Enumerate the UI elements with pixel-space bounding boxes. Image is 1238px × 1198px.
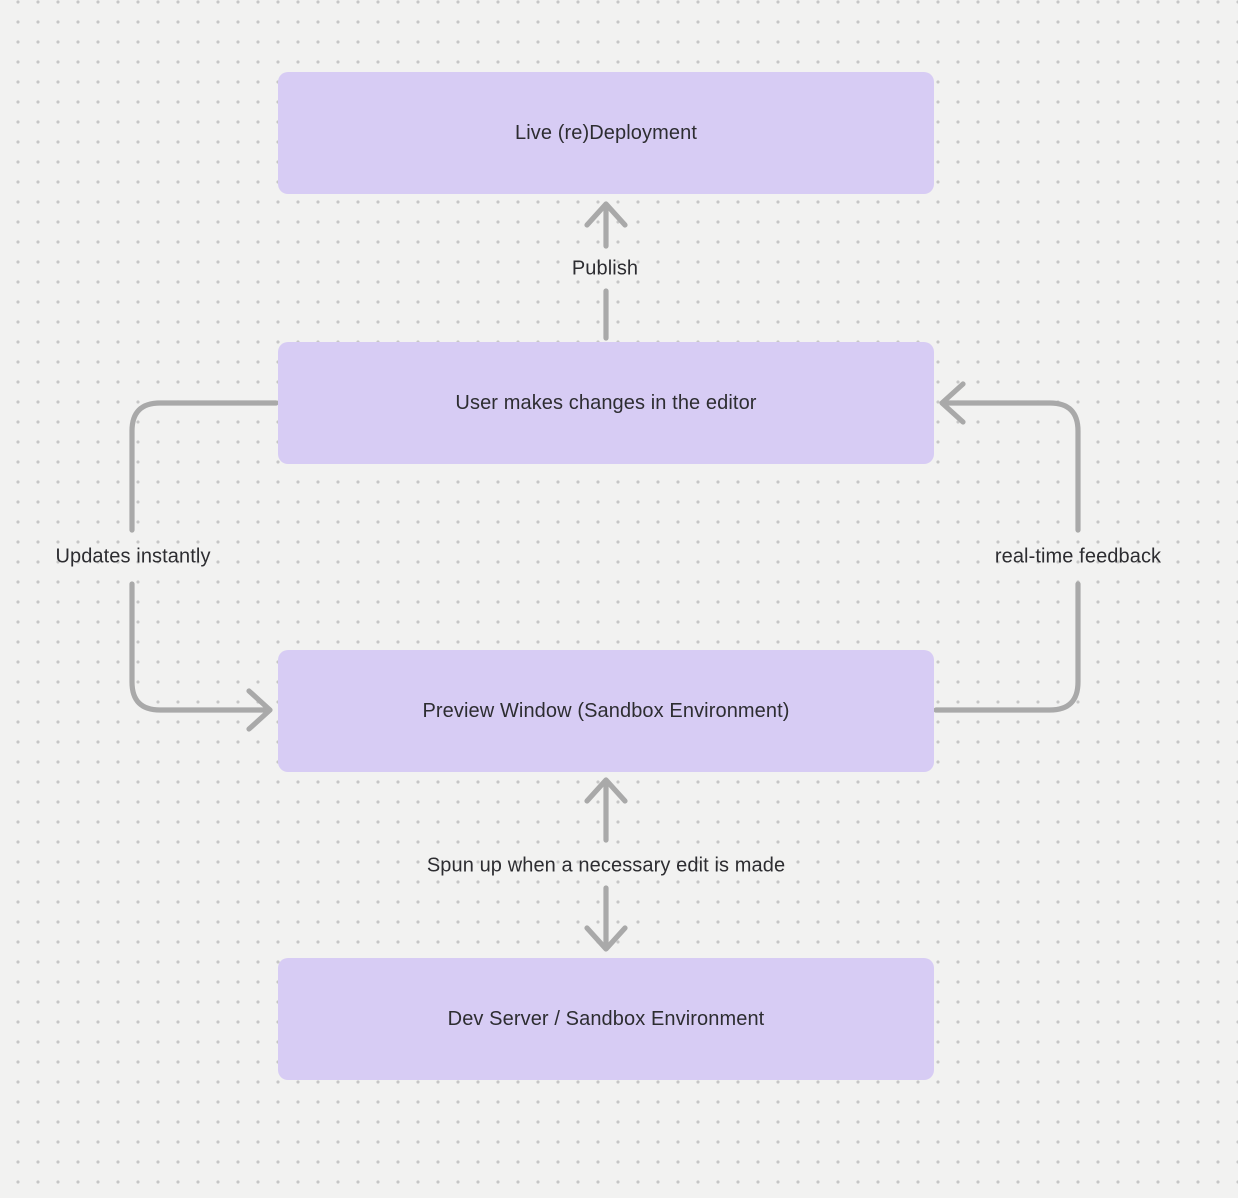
node-user-editor-label: User makes changes in the editor [455,391,757,414]
node-user-editor: User makes changes in the editor [278,342,934,464]
node-live-redeployment: Live (re)Deployment [278,72,934,194]
node-dev-server: Dev Server / Sandbox Environment [278,958,934,1080]
node-preview-window-label: Preview Window (Sandbox Environment) [422,699,790,722]
node-live-redeployment-label: Live (re)Deployment [515,121,697,144]
edge-label-real-time-feedback: real-time feedback [994,545,1162,568]
edge-label-publish: Publish [571,257,639,280]
edge-label-updates-instantly: Updates instantly [55,545,211,568]
node-dev-server-label: Dev Server / Sandbox Environment [447,1007,765,1030]
node-preview-window: Preview Window (Sandbox Environment) [278,650,934,772]
edge-label-spun-up: Spun up when a necessary edit is made [426,854,786,877]
